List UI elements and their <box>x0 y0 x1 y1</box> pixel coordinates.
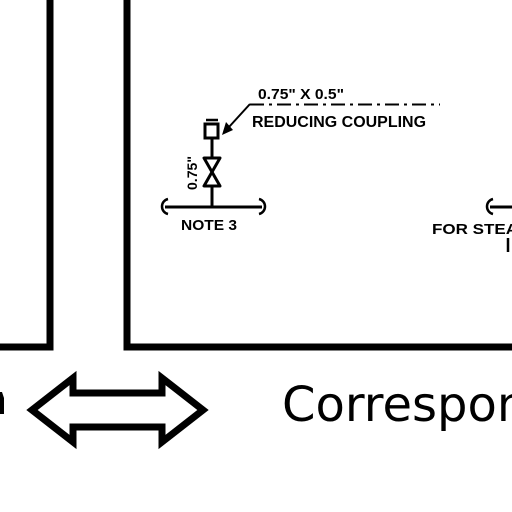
note-label: NOTE 3 <box>181 217 237 234</box>
valve-size-label: 0.75" <box>184 156 200 190</box>
caption-text: Correspon <box>282 377 512 433</box>
leader-arrow <box>222 103 251 135</box>
left-panel-border <box>0 0 54 351</box>
gate-valve-icon <box>202 156 222 188</box>
double-headed-arrow-icon <box>26 370 209 450</box>
steam-label: FOR STEA <box>432 221 512 238</box>
reducing-coupling-label: REDUCING COUPLING <box>252 114 426 131</box>
coupling-size-label: 0.75" X 0.5" <box>258 86 344 103</box>
header-pipe <box>160 197 267 216</box>
reducing-coupling-icon <box>203 118 220 140</box>
steam-header-cap <box>485 197 512 252</box>
cropped-glyph-fragment <box>0 392 4 414</box>
right-panel-border <box>123 0 512 351</box>
